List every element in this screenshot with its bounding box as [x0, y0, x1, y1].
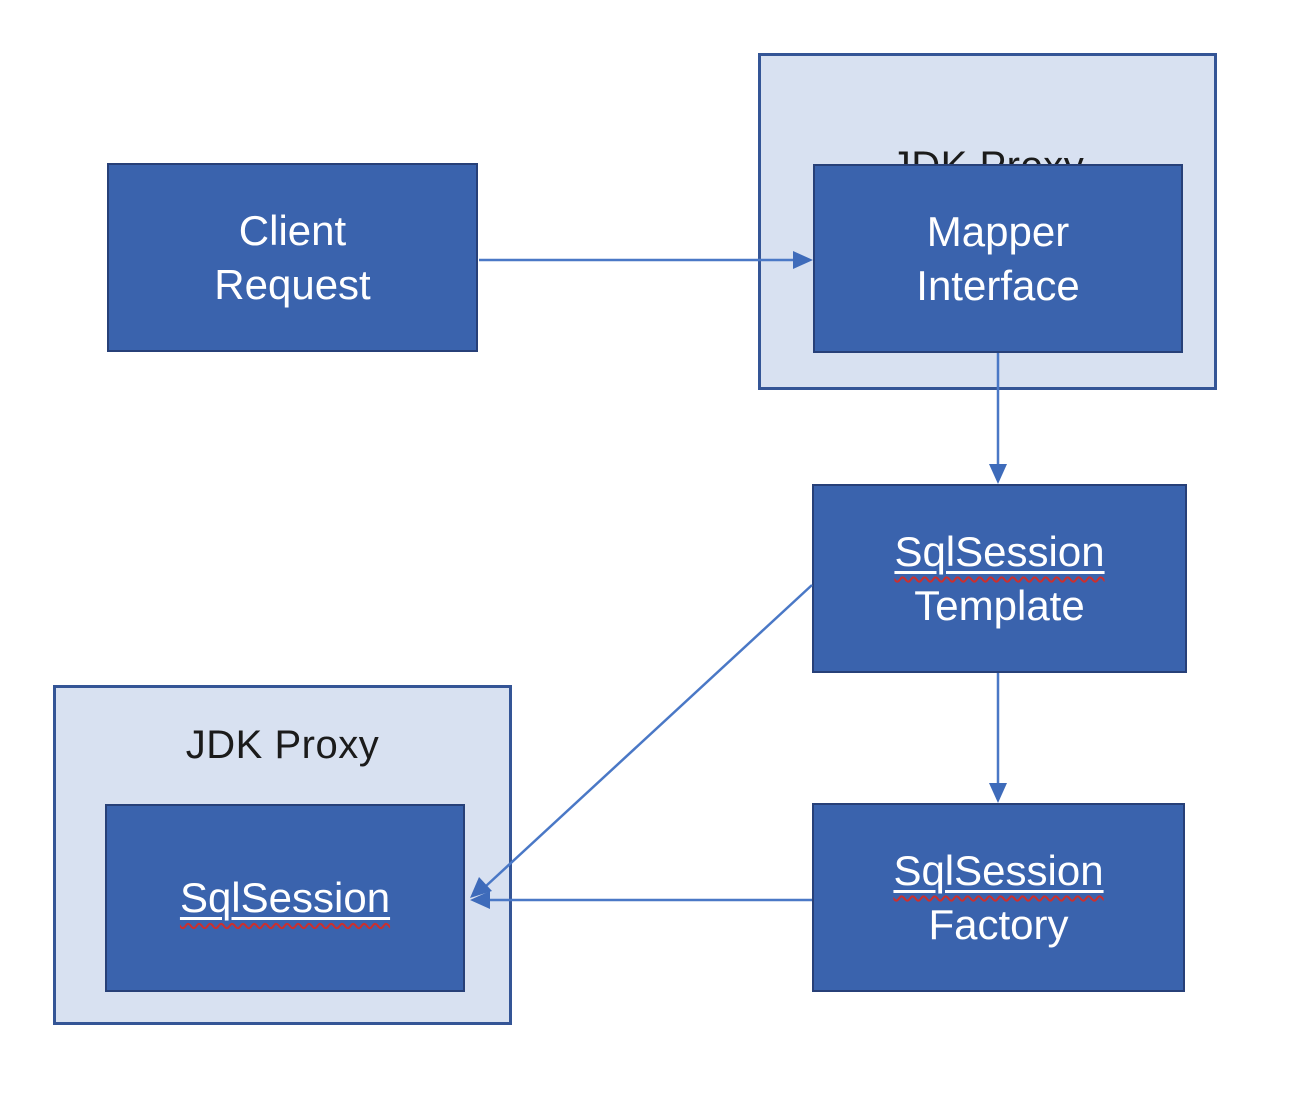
edge-sqlsession-template-to-sqlsession [485, 584, 813, 887]
sqlsession-template-node: SqlSession Template [812, 484, 1187, 673]
jdk-proxy-bottom-title: JDK Proxy [185, 723, 380, 767]
mapper-interface-line1: Mapper [926, 208, 1070, 256]
client-request-line2: Request [214, 260, 371, 308]
sqlsession-node: SqlSession [105, 804, 465, 992]
sqlsession-factory-label: SqlSession Factory [893, 844, 1103, 951]
client-request-line1: Client [238, 207, 347, 255]
sqlsession-template-line2: Template [914, 581, 1085, 629]
sqlsession-factory-node: SqlSession Factory [812, 803, 1185, 992]
client-request-label: Client Request [214, 204, 370, 311]
sqlsession-template-line1: SqlSession [894, 528, 1105, 576]
sqlsession-line1: SqlSession [179, 874, 391, 922]
mapper-interface-label: Mapper Interface [916, 205, 1079, 312]
client-request-node: Client Request [107, 163, 478, 352]
sqlsession-factory-line1: SqlSession [893, 847, 1104, 895]
mapper-interface-node: Mapper Interface [813, 164, 1183, 353]
sqlsession-label: SqlSession [180, 871, 390, 924]
mapper-interface-line2: Interface [916, 261, 1080, 309]
sqlsession-template-label: SqlSession Template [894, 525, 1104, 632]
arrowhead-mapper-interface-to-sqlsession-template [989, 464, 1007, 484]
sqlsession-factory-line2: Factory [928, 900, 1069, 948]
arrowhead-sqlsession-template-to-sqlsession-factory [989, 783, 1007, 803]
